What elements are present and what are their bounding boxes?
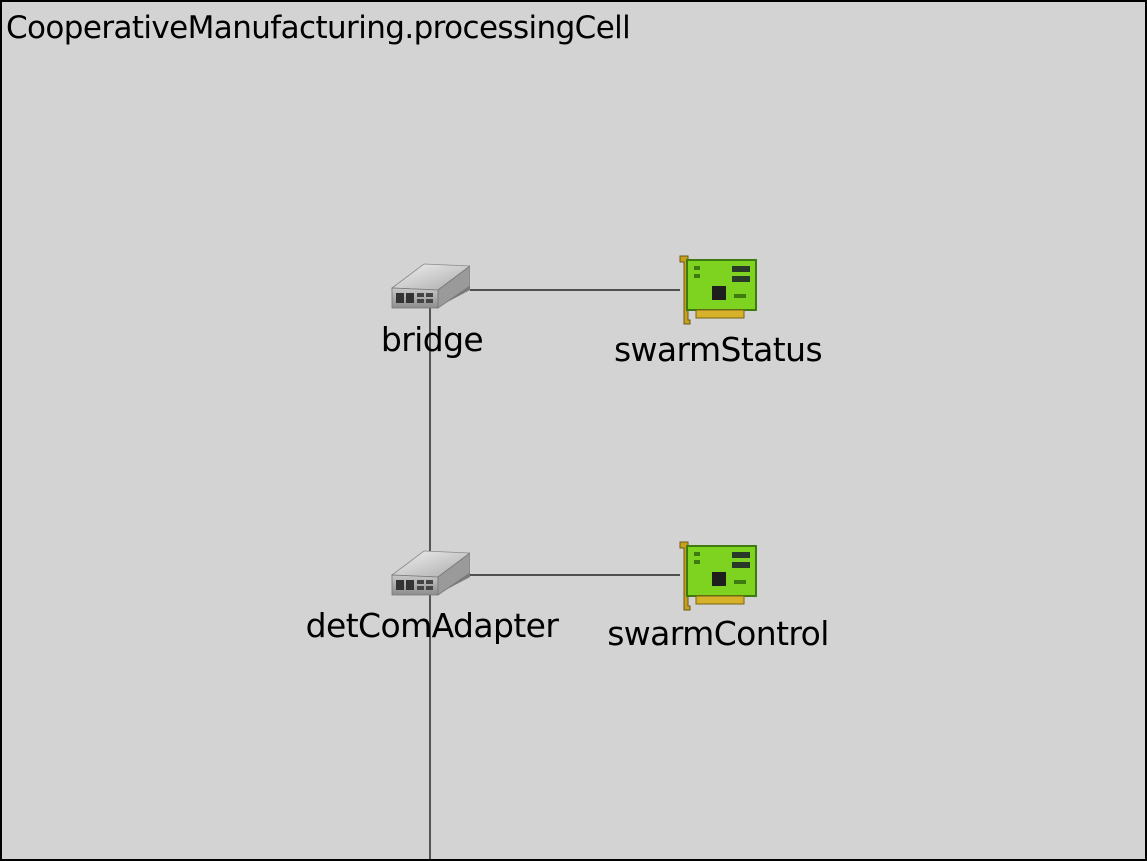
node-label-bridge: bridge xyxy=(380,320,484,359)
node-label-detComAdapter: detComAdapter xyxy=(305,606,559,645)
module-title: CooperativeManufacturing.processingCell xyxy=(6,10,631,46)
switch-icon xyxy=(390,550,472,596)
node-label-swarmStatus: swarmStatus xyxy=(613,330,823,369)
node-bridge[interactable] xyxy=(390,260,472,310)
switch-icon xyxy=(390,263,472,309)
node-detComAdapter[interactable] xyxy=(390,547,472,597)
node-swarmStatus[interactable] xyxy=(678,252,758,326)
node-label-swarmControl: swarmControl xyxy=(607,614,829,653)
network-card-icon xyxy=(679,255,757,325)
node-swarmControl[interactable] xyxy=(678,538,758,612)
network-card-icon xyxy=(679,541,757,611)
